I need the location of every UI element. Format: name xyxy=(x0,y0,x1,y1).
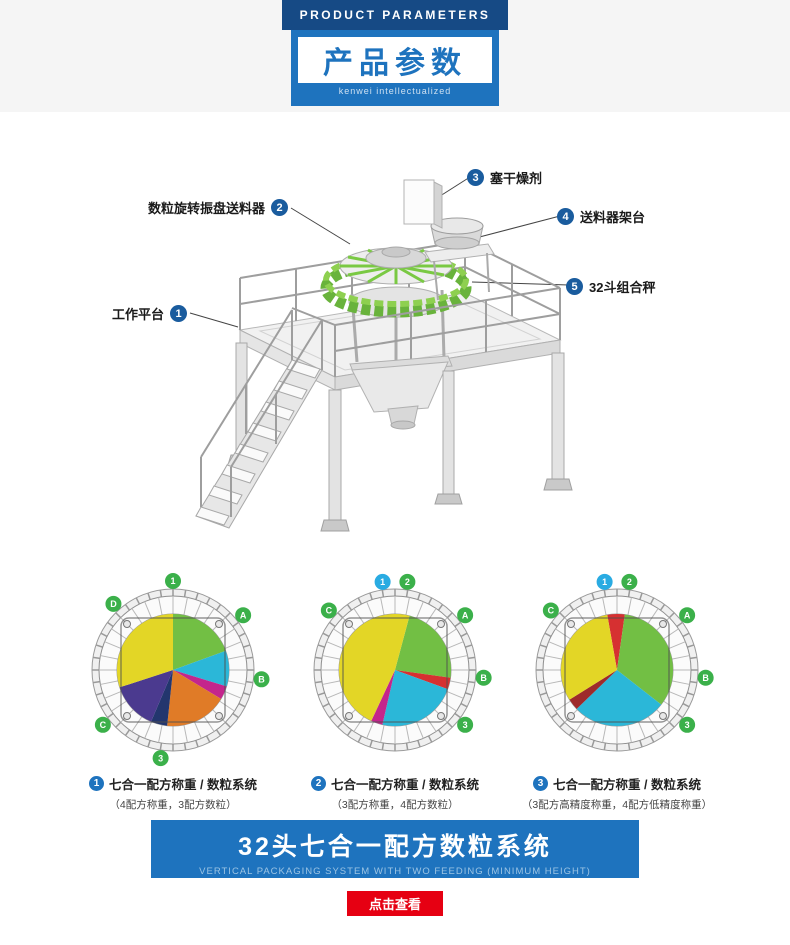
callout-label: 塞干燥剂 xyxy=(490,171,543,186)
caption-number-badge: 2 xyxy=(311,776,327,791)
callout-number-badge: 4 xyxy=(557,208,574,225)
caption-text: 七合一配方称重 / 数粒系统 xyxy=(553,778,701,792)
vibration-bowl xyxy=(430,217,484,250)
footer-section: 32头七合一配方数粒系统 VERTICAL PACKAGING SYSTEM W… xyxy=(0,820,790,916)
svg-text:3: 3 xyxy=(685,720,690,730)
discharge-hopper xyxy=(351,361,449,413)
header-band: PRODUCT PARAMETERS 产品参数 kenwei intellect… xyxy=(0,0,790,112)
callout-label: 工作平台 xyxy=(112,307,165,322)
system-title: 32头七合一配方数粒系统 xyxy=(238,833,552,861)
callout-number-badge: 1 xyxy=(170,305,188,322)
svg-text:C: C xyxy=(548,606,555,616)
desiccant-box xyxy=(403,179,443,229)
callout-number-badge: 5 xyxy=(566,278,583,295)
view-details-button[interactable]: 点击查看 xyxy=(347,891,443,916)
caption-number-badge: 3 xyxy=(533,776,549,791)
caption-subtext: （3配方高精度称重，4配方低精度称重） xyxy=(521,799,713,811)
callout-label: 数粒旋转振盘送料器 xyxy=(148,201,266,216)
machine-diagram-section: 工作平台 1 数粒旋转振盘送料器 2 3 塞干燥剂 4 送料器架台 5 32斗组… xyxy=(0,112,790,574)
page-title: 产品参数 xyxy=(323,47,467,80)
header-ribbon: PRODUCT PARAMETERS xyxy=(282,0,508,30)
svg-text:A: A xyxy=(684,610,691,620)
callout-number-badge: 3 xyxy=(467,169,484,186)
caption-text: 七合一配方称重 / 数粒系统 xyxy=(331,778,479,792)
caption-number-badge: 1 xyxy=(89,776,105,791)
svg-text:3: 3 xyxy=(463,720,468,730)
header-title-box: 产品参数 kenwei intellectualized xyxy=(291,30,499,106)
callout-32-head-weigher: 5 32斗组合秤 xyxy=(566,277,655,296)
svg-text:B: B xyxy=(480,673,487,683)
header-eyebrow: PRODUCT PARAMETERS xyxy=(299,8,491,22)
header-title-panel: 产品参数 xyxy=(298,37,492,83)
callout-label: 32斗组合秤 xyxy=(589,280,656,295)
callout-work-platform: 工作平台 1 xyxy=(112,304,188,323)
svg-text:2: 2 xyxy=(405,577,410,587)
callout-number-badge: 2 xyxy=(271,199,289,216)
stair-railing xyxy=(200,309,323,517)
weigher-caption-2: 2 七合一配方称重 / 数粒系统 （3配方称重，4配方数粒） xyxy=(311,774,479,812)
svg-text:C: C xyxy=(100,720,107,730)
callout-feeder-stand: 4 送料器架台 xyxy=(557,207,645,226)
header-tagline: kenwei intellectualized xyxy=(338,86,452,96)
svg-text:1: 1 xyxy=(602,577,607,587)
svg-text:3: 3 xyxy=(158,753,163,763)
weigher-caption-1: 1 七合一配方称重 / 数粒系统 （4配方称重，3配方数粒） xyxy=(89,774,257,812)
machine-illustration xyxy=(189,176,573,532)
caption-subtext: （4配方称重，3配方数粒） xyxy=(109,799,237,811)
callout-desiccant: 3 塞干燥剂 xyxy=(467,168,542,187)
svg-text:1: 1 xyxy=(380,577,385,587)
weigher-caption-3: 3 七合一配方称重 / 数粒系统 （3配方高精度称重，4配方低精度称重） xyxy=(522,774,712,812)
callout-rotary-feeder: 数粒旋转振盘送料器 2 xyxy=(148,198,289,217)
svg-text:2: 2 xyxy=(627,577,632,587)
stairs xyxy=(195,309,323,529)
svg-text:B: B xyxy=(258,675,265,685)
callout-label: 送料器架台 xyxy=(580,210,646,225)
svg-text:1: 1 xyxy=(170,576,175,586)
combination-weigher xyxy=(320,246,472,364)
svg-text:D: D xyxy=(110,599,117,609)
system-subtitle: VERTICAL PACKAGING SYSTEM WITH TWO FEEDI… xyxy=(199,866,591,877)
svg-text:C: C xyxy=(326,606,333,616)
caption-subtext: （3配方称重，4配方数粒） xyxy=(331,799,459,811)
front-railing xyxy=(291,287,561,377)
svg-text:A: A xyxy=(462,610,469,620)
svg-text:B: B xyxy=(702,673,709,683)
footer-banner: 32头七合一配方数粒系统 VERTICAL PACKAGING SYSTEM W… xyxy=(151,820,639,878)
svg-text:A: A xyxy=(240,610,247,620)
caption-text: 七合一配方称重 / 数粒系统 xyxy=(109,778,257,792)
